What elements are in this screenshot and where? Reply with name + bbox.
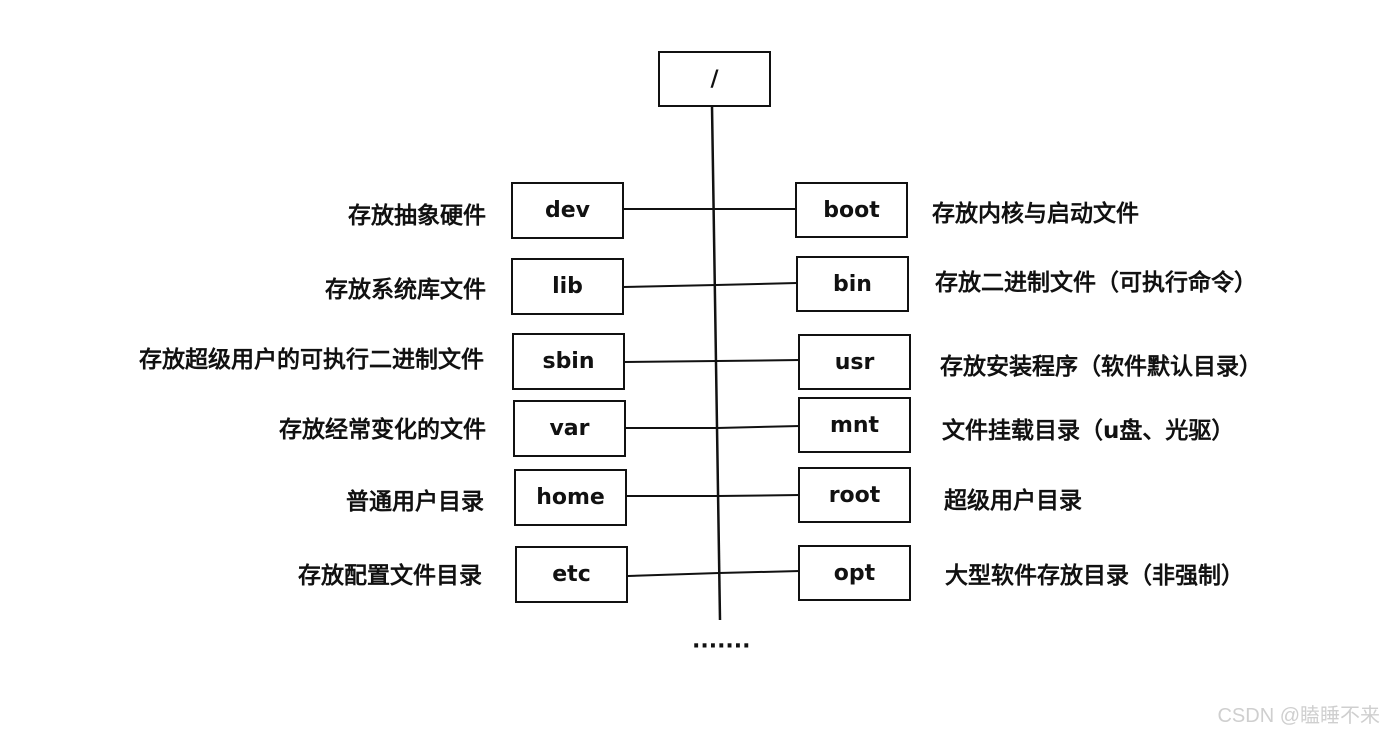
dir-label: sbin (542, 349, 595, 374)
connector-opt (718, 570, 801, 574)
more-dirs-ellipsis: ······· (692, 634, 751, 659)
dir-desc-lib: 存放系统库文件 (325, 277, 486, 303)
connector-bin (715, 282, 798, 286)
dir-desc-var: 存放经常变化的文件 (279, 417, 486, 443)
dir-box-boot: boot (795, 182, 908, 238)
dir-desc-opt: 大型软件存放目录（非强制） (945, 563, 1244, 589)
dir-box-etc: etc (515, 546, 628, 603)
dir-label: opt (833, 560, 876, 586)
dir-box-var: var (513, 400, 626, 457)
connector-sbin (623, 360, 718, 363)
dir-label: dev (544, 198, 590, 223)
dir-box-opt: opt (798, 545, 911, 601)
connector-etc (627, 572, 720, 577)
dir-label: boot (823, 197, 880, 223)
trunk-line (710, 105, 722, 621)
dir-desc-bin: 存放二进制文件（可执行命令） (935, 270, 1257, 296)
root-dir-box: / (658, 51, 771, 107)
dir-label: lib (552, 274, 583, 299)
dir-desc-mnt: 文件挂载目录（u盘、光驱） (942, 418, 1235, 444)
connector-root (717, 494, 801, 497)
dir-desc-sbin: 存放超级用户的可执行二进制文件 (139, 347, 484, 373)
dir-label: root (828, 482, 881, 508)
dir-box-mnt: mnt (798, 397, 911, 453)
dir-desc-etc: 存放配置文件目录 (298, 563, 482, 589)
dir-box-lib: lib (511, 258, 624, 315)
dir-label: usr (834, 349, 875, 375)
dir-label: home (536, 485, 605, 510)
connector-mnt (716, 425, 801, 429)
dir-desc-root: 超级用户目录 (944, 488, 1082, 514)
dir-desc-usr: 存放安装程序（软件默认目录） (940, 354, 1262, 380)
dir-box-root: root (798, 467, 911, 523)
watermark: CSDN @瞌睡不来 (1217, 705, 1380, 727)
dir-label: var (549, 416, 590, 441)
dir-box-home: home (514, 469, 627, 526)
dir-box-bin: bin (796, 256, 909, 312)
dir-box-dev: dev (511, 182, 624, 239)
connector-lib (622, 284, 717, 288)
dir-box-usr: usr (798, 334, 911, 390)
dir-desc-boot: 存放内核与启动文件 (932, 201, 1139, 227)
dir-label: bin (833, 271, 872, 297)
connector-usr (716, 359, 801, 362)
dir-box-sbin: sbin (512, 333, 625, 390)
root-dir-label: / (710, 66, 719, 92)
dir-label: mnt (829, 412, 880, 438)
dir-desc-dev: 存放抽象硬件 (348, 203, 486, 229)
dir-label: etc (552, 562, 591, 587)
dir-desc-home: 普通用户目录 (346, 489, 484, 515)
